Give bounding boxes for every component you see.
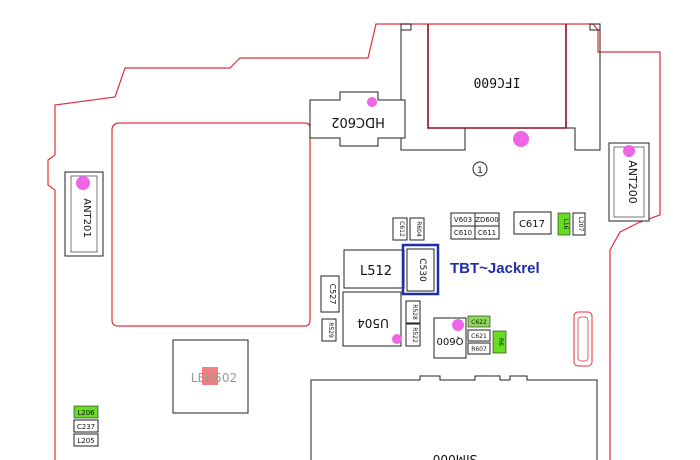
r522-outline: [405, 323, 421, 347]
u504-label: U504: [357, 316, 389, 330]
ant201-marker: [76, 176, 90, 190]
c530-outline: [406, 248, 435, 292]
board-outline: [47, 23, 661, 460]
l512-outline: [343, 249, 405, 289]
r529-outline: [321, 318, 337, 342]
c621-outline: [467, 329, 491, 342]
ant201-label: ANT201: [81, 198, 92, 238]
sim-connector-outline: [310, 375, 598, 460]
ifc600-pin1-icon: [472, 161, 488, 177]
c617-label: C617: [519, 219, 545, 230]
l207-outline: [572, 212, 586, 236]
ifc600-outer: [400, 23, 601, 151]
pin1-mark: 1: [477, 166, 483, 176]
highlight-box: [401, 243, 440, 296]
ifc600-marker: [513, 131, 529, 147]
l205-outline: [73, 433, 99, 447]
r607-outline: [467, 342, 491, 355]
l206-label: L206: [77, 409, 95, 417]
ant200-marker: [623, 145, 635, 157]
l16-pad: [557, 212, 571, 236]
hdc602-label: HDC602: [331, 114, 385, 129]
r604-outline: [409, 217, 425, 241]
c622-label: C622: [471, 319, 487, 326]
c612-label: C612: [398, 221, 405, 237]
c611-outline: [474, 225, 500, 240]
ant200-label: ANT200: [626, 160, 639, 203]
c527-label: C527: [328, 284, 337, 305]
ifc600-inner: [427, 24, 567, 129]
led502-outline: [172, 339, 249, 414]
shield-can-outline: [111, 122, 311, 327]
c530-label: C530: [417, 258, 427, 282]
sim-label: SIM000: [433, 452, 477, 460]
led502-label: LED502: [191, 371, 237, 385]
c610-label: C610: [454, 229, 472, 237]
r522-label: R522: [411, 327, 418, 343]
c527-outline: [320, 275, 340, 313]
q600-marker: [452, 319, 464, 331]
c621-label: C621: [471, 333, 487, 340]
zd600-label: ZD600: [475, 216, 499, 224]
r529-label: R529: [327, 322, 334, 338]
watermark-text: TBT~Jackrel: [450, 260, 540, 277]
led502-pad: [202, 367, 218, 385]
q600-label: Q600: [437, 335, 464, 346]
c611-label: C611: [478, 229, 496, 237]
r6-label: R6: [497, 338, 504, 346]
c612-outline: [392, 217, 408, 241]
l207-label: L207: [577, 217, 584, 232]
hdc602-marker: [367, 97, 377, 107]
r6-pad: [492, 330, 507, 354]
v603-label: V603: [454, 216, 472, 224]
u504-outline: [342, 291, 402, 347]
r528-outline: [405, 300, 421, 324]
l206-pad: [73, 405, 99, 419]
l512-label: L512: [360, 264, 392, 279]
hdc602-outline: [309, 91, 406, 147]
r607-label: R607: [471, 346, 487, 353]
slot-outline: [573, 311, 593, 367]
c237-outline: [73, 419, 99, 433]
c622-pad: [467, 315, 491, 328]
l16-label: L16: [562, 219, 569, 230]
l205-label: L205: [77, 437, 94, 445]
ifc600-label: IFC600: [474, 74, 521, 89]
r528-label: R528: [411, 304, 418, 320]
r604-label: R604: [415, 221, 422, 237]
c237-label: C237: [77, 423, 95, 431]
c617-outline: [513, 211, 552, 235]
u504-marker: [392, 334, 402, 344]
